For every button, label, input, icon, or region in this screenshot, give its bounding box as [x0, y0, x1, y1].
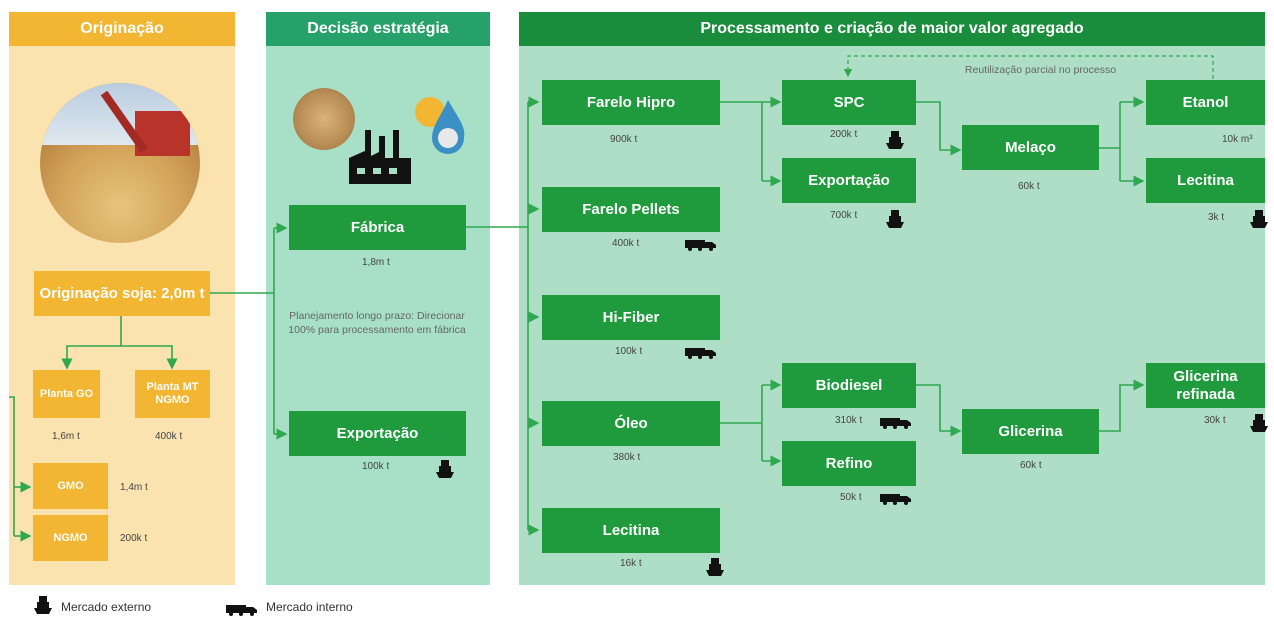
- lecitina-box: Lecitina: [542, 508, 720, 553]
- spc-value: 200k t: [830, 129, 858, 140]
- processamento-header: Processamento e criação de maior valor a…: [519, 12, 1265, 46]
- reuse-note: Reutilização parcial no processo: [964, 64, 1117, 76]
- ship-icon: [436, 458, 454, 480]
- truck-icon: [685, 238, 717, 251]
- process-exportacao-box: Exportação: [782, 158, 916, 203]
- hi-fiber-value: 100k t: [615, 346, 643, 357]
- originacao-soja-box: Originação soja: 2,0m t: [34, 271, 210, 316]
- etanol-box: Etanol: [1146, 80, 1265, 125]
- truck-icon: [880, 416, 912, 429]
- decisao-exportacao-value: 100k t: [362, 461, 390, 472]
- originacao-header: Originação: [9, 12, 235, 46]
- refino-box: Refino: [782, 441, 916, 486]
- ship-icon: [706, 556, 724, 578]
- melaco-value: 60k t: [1018, 181, 1040, 192]
- farelo-hipro-box: Farelo Hipro: [542, 80, 720, 125]
- farelo-pellets-value: 400k t: [612, 238, 640, 249]
- hi-fiber-box: Hi-Fiber: [542, 295, 720, 340]
- biodiesel-value: 310k t: [835, 415, 863, 426]
- soybean-photo: [40, 83, 200, 243]
- fabrica-value: 1,8m t: [362, 257, 390, 268]
- ship-icon: [1250, 412, 1268, 434]
- oleo-box: Óleo: [542, 401, 720, 446]
- gmo-value: 1,4m t: [120, 482, 148, 493]
- fabrica-box: Fábrica: [289, 205, 466, 250]
- ship-icon: [886, 129, 904, 151]
- decisao-header: Decisão estratégia: [266, 12, 490, 46]
- refino-value: 50k t: [840, 492, 862, 503]
- legend-ship-icon: [34, 594, 52, 616]
- melaco-box: Melaço: [962, 125, 1099, 170]
- etanol-value: 10k m³: [1222, 134, 1253, 145]
- truck-icon: [880, 492, 912, 505]
- lecitina-value: 16k t: [620, 558, 642, 569]
- planta-go-box: Planta GO: [33, 370, 100, 418]
- factory-icon: [345, 128, 415, 190]
- oil-drop-icon: [410, 90, 465, 154]
- farelo-hipro-value: 900k t: [610, 134, 638, 145]
- planta-mt-value: 400k t: [155, 431, 183, 442]
- legend-truck-icon: [226, 603, 258, 616]
- gmo-box: GMO: [33, 463, 108, 509]
- process-exportacao-value: 700k t: [830, 210, 858, 221]
- decisao-exportacao-box: Exportação: [289, 411, 466, 456]
- glicerina-box: Glicerina: [962, 409, 1099, 454]
- soybeans-icon: [293, 88, 355, 150]
- legend-mercado-externo: Mercado externo: [61, 600, 152, 614]
- legend-mercado-interno: Mercado interno: [266, 600, 353, 614]
- lecitina2-value: 3k t: [1208, 212, 1225, 223]
- glicerina-value: 60k t: [1020, 460, 1042, 471]
- oleo-value: 380k t: [613, 452, 641, 463]
- planning-note: Planejamento longo prazo: Direcionar 100…: [288, 310, 466, 337]
- glicerina-refinada-box: Glicerina refinada: [1146, 363, 1265, 408]
- ship-icon: [1250, 208, 1268, 230]
- spc-box: SPC: [782, 80, 916, 125]
- biodiesel-box: Biodiesel: [782, 363, 916, 408]
- ngmo-box: NGMO: [33, 515, 108, 561]
- glicerina-refinada-value: 30k t: [1204, 415, 1226, 426]
- ship-icon: [886, 208, 904, 230]
- truck-icon: [685, 346, 717, 359]
- farelo-pellets-box: Farelo Pellets: [542, 187, 720, 232]
- planta-mt-box: Planta MT NGMO: [135, 370, 210, 418]
- lecitina2-box: Lecitina: [1146, 158, 1265, 203]
- planta-go-value: 1,6m t: [52, 431, 80, 442]
- ngmo-value: 200k t: [120, 533, 148, 544]
